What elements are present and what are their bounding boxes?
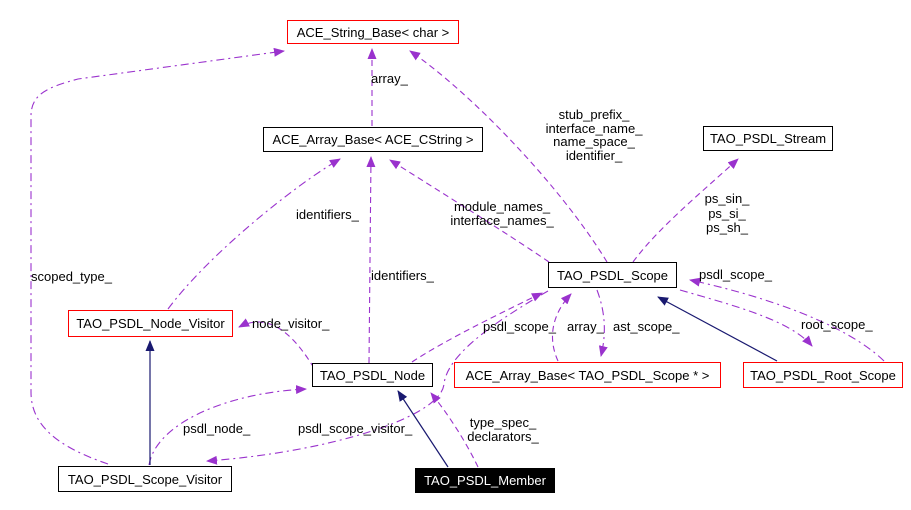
edge-scope-to-string <box>409 50 608 263</box>
class-node-ace-array-base-psdl-scope[interactable]: ACE_Array_Base< TAO_PSDL_Scope * > <box>454 362 721 388</box>
edge-node-to-cstring-array <box>366 156 376 364</box>
class-node-tao-psdl-node-visitor[interactable]: TAO_PSDL_Node_Visitor <box>68 310 233 337</box>
edge-node-to-scope <box>411 292 543 363</box>
edge-label-identifiers-left: identifiers_ <box>296 207 359 222</box>
edge-node-to-nodevisitor <box>238 318 315 369</box>
edge-label-psdl-scope-visitor: psdl_scope_visitor_ <box>298 421 413 436</box>
edge-member-to-node-usage <box>430 392 479 468</box>
edge-member-inherits-node <box>397 390 449 468</box>
edge-rootscope-inherits-scope <box>657 296 778 362</box>
edge-nodevisitor-to-cstring-array <box>167 158 341 310</box>
edge-label-ps-streams: ps_sin_ ps_si_ ps_sh_ <box>704 191 750 235</box>
edge-label-ast-scope: ast_scope_ <box>613 319 680 334</box>
class-node-tao-psdl-node[interactable]: TAO_PSDL_Node <box>312 363 433 387</box>
edge-scopearray-to-scope <box>551 293 572 362</box>
class-node-tao-psdl-member: TAO_PSDL_Member <box>415 468 555 493</box>
edge-label-array-top: array_ <box>371 71 408 86</box>
class-node-tao-psdl-root-scope[interactable]: TAO_PSDL_Root_Scope <box>743 362 903 388</box>
edge-label-array-mid: array_ <box>567 319 604 334</box>
class-node-tao-psdl-scope[interactable]: TAO_PSDL_Scope <box>548 262 677 288</box>
edge-label-type-spec: type_spec_ declarators_ <box>467 415 539 444</box>
edge-label-node-visitor: node_visitor_ <box>252 316 330 331</box>
edge-scope-to-stream <box>632 158 739 263</box>
edge-label-psdl-node: psdl_node_ <box>183 421 251 436</box>
edge-scope-to-scopevisitor <box>206 290 549 465</box>
edge-rootscope-to-scope <box>689 277 885 362</box>
edge-scope-to-cstring-array <box>389 159 550 263</box>
edge-scope-to-rootscope <box>679 289 813 347</box>
class-node-tao-psdl-stream[interactable]: TAO_PSDL_Stream <box>703 126 833 151</box>
edge-label-scoped-type: scoped_type_ <box>31 269 112 284</box>
edge-label-identifiers-mid: identifiers_ <box>371 268 434 283</box>
edge-label-psdl-scope-right: psdl_scope_ <box>699 267 772 282</box>
edge-scopevisitor-to-string <box>30 47 285 465</box>
class-node-ace-array-base-cstring[interactable]: ACE_Array_Base< ACE_CString > <box>263 127 483 152</box>
edge-label-psdl-scope-mid: psdl_scope_ <box>483 319 556 334</box>
edge-label-root-scope: root_scope_ <box>801 317 873 332</box>
edge-label-module-names: module_names_ interface_names_ <box>450 199 554 228</box>
edge-scope-to-scopearray <box>596 289 608 357</box>
edge-scopevisitor-to-node <box>148 385 307 466</box>
edge-label-stub-prefix: stub_prefix_ interface_name_ name_space_… <box>545 107 643 163</box>
class-node-ace-string-base-char[interactable]: ACE_String_Base< char > <box>287 20 459 44</box>
class-node-tao-psdl-scope-visitor[interactable]: TAO_PSDL_Scope_Visitor <box>58 466 232 492</box>
